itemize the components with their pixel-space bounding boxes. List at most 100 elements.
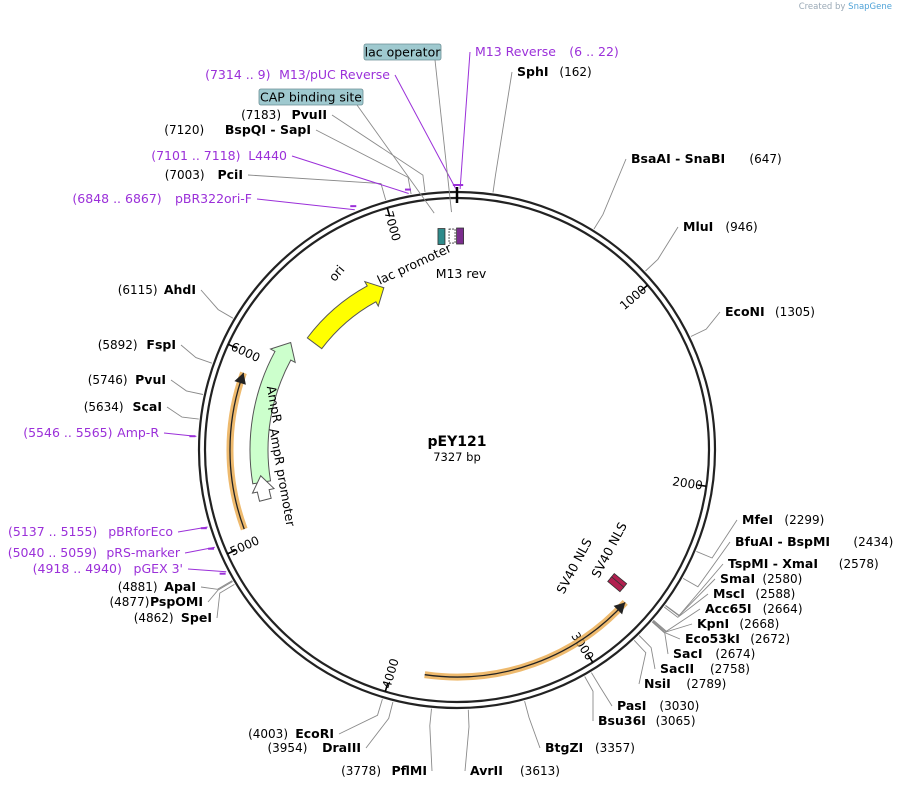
enzyme-label: Acc65I(2664) xyxy=(705,601,803,616)
tick-mark xyxy=(697,484,707,488)
snapgene-brand: SnapGene xyxy=(848,2,892,12)
enzyme-position: (2668) xyxy=(739,617,779,631)
primer-label: L4440(7101 .. 7118) xyxy=(151,148,287,163)
enzyme-label: ApaI(4881) xyxy=(118,579,196,594)
enzyme-leader xyxy=(207,581,233,603)
m13-rev-box xyxy=(456,227,464,245)
enzyme-label: SacI (2674) xyxy=(673,646,755,661)
enzyme-position: (1305) xyxy=(775,305,815,319)
enzyme-name: BfuAI - BspMI xyxy=(735,534,830,549)
enzyme-label: KpnI (2668) xyxy=(697,616,779,631)
enzyme-position: (2299) xyxy=(784,513,824,527)
primer-range: (5546 .. 5565) xyxy=(23,425,112,440)
enzyme-leader xyxy=(365,701,394,749)
primer-label: M13 Reverse(6 .. 22) xyxy=(475,44,619,59)
enzyme-position: (2674) xyxy=(715,647,755,661)
enzyme-leader xyxy=(216,584,235,619)
enzyme-label: Bsu36I(3065) xyxy=(598,713,696,728)
enzyme-name: BsaAI - SnaBI xyxy=(631,151,725,166)
enzyme-position: (2578) xyxy=(839,557,879,571)
enzyme-position: (162) xyxy=(559,65,591,79)
sv40-nls-label: SV40 NLS xyxy=(588,520,630,581)
enzyme-position: (2672) xyxy=(750,632,790,646)
boxed-feature-background xyxy=(363,43,442,61)
primer-range: (7314 .. 9) xyxy=(205,67,270,82)
enzyme-leader xyxy=(651,621,669,655)
enzyme-leader xyxy=(166,406,199,420)
enzyme-name: MfeI xyxy=(742,512,773,527)
enzyme-name: MluI xyxy=(683,219,713,234)
enzyme-label: SpeI(4862) xyxy=(134,610,212,625)
enzyme-label: PflMI(3778) xyxy=(341,763,427,778)
enzyme-label: BsaAI - SnaBI(647) xyxy=(631,151,782,166)
enzyme-leader xyxy=(633,639,647,685)
enzyme-name: PflMI xyxy=(391,763,427,778)
enzyme-position: (7183) xyxy=(241,108,281,122)
enzyme-name: Acc65I xyxy=(705,601,752,616)
enzyme-name: TspMI - XmaI xyxy=(728,556,818,571)
enzyme-name: KpnI xyxy=(697,616,729,631)
enzyme-label: ScaI(5634) xyxy=(84,399,162,414)
enzyme-label: PasI (3030) xyxy=(617,698,699,713)
enzyme-position: (2580) xyxy=(762,572,802,586)
enzyme-label: EcoRI(4003) xyxy=(248,726,334,741)
enzyme-position: (4862) xyxy=(134,611,174,625)
tick-label: 6000 xyxy=(229,340,263,366)
enzyme-name: ApaI xyxy=(164,579,196,594)
enzyme-label: BfuAI - BspMI (2434) xyxy=(735,534,893,549)
enzyme-label: SmaI (2580) xyxy=(720,571,802,586)
enzyme-label: MscI(2588) xyxy=(713,586,795,601)
backbone-ring xyxy=(197,187,717,710)
enzyme-leader xyxy=(331,114,426,193)
ampr-arrow xyxy=(249,341,296,485)
primer-name: pRS-marker xyxy=(106,545,181,560)
primer-leader xyxy=(177,526,208,533)
enzyme-leader xyxy=(652,620,693,633)
enzyme-position: (3030) xyxy=(659,699,699,713)
primer-name: pGEX 3' xyxy=(134,561,183,576)
enzyme-name: FspI xyxy=(146,337,176,352)
enzyme-leader xyxy=(696,519,738,559)
enzyme-label: BspQI - SapI(7120) xyxy=(164,122,311,137)
enzyme-name: BspQI - SapI xyxy=(225,122,311,137)
enzyme-label: EcoNI(1305) xyxy=(725,304,815,319)
enzyme-leader xyxy=(338,698,383,735)
primer-range: (7101 .. 7118) xyxy=(151,148,240,163)
enzyme-label: PvuII(7183) xyxy=(241,107,327,122)
enzyme-position: (6115) xyxy=(118,283,158,297)
enzyme-name: SacI xyxy=(673,646,703,661)
enzyme-position: (2434) xyxy=(853,535,893,549)
enzyme-position: (4877) xyxy=(109,595,149,609)
enzyme-position: (7003) xyxy=(165,168,205,182)
orf-line xyxy=(229,372,245,530)
enzyme-name: ScaI xyxy=(133,399,163,414)
primer-leader xyxy=(184,546,215,554)
enzyme-name: MscI xyxy=(713,586,745,601)
enzyme-label: PvuI(5746) xyxy=(88,372,166,387)
enzyme-position: (4003) xyxy=(248,727,288,741)
primer-label: pBR322ori-F (6848 .. 6867) xyxy=(72,191,252,206)
enzyme-position: (946) xyxy=(725,220,757,234)
enzyme-label: MfeI (2299) xyxy=(742,512,824,527)
enzyme-name: DraIII xyxy=(322,740,361,755)
primer-label: pGEX 3'(4918 .. 4940) xyxy=(33,561,183,576)
tick-mark xyxy=(227,343,237,349)
enzyme-position: (3065) xyxy=(656,714,696,728)
primer-range: (6848 .. 6867) xyxy=(72,191,161,206)
enzyme-label: AhdI (6115) xyxy=(118,282,196,297)
enzyme-label: NsiI(2789) xyxy=(644,676,726,691)
primer-range: (5040 .. 5059) xyxy=(8,545,97,560)
enzyme-leader xyxy=(170,379,204,395)
enzyme-leader xyxy=(315,129,412,195)
sv40-nls-box xyxy=(607,576,625,593)
label-leaders xyxy=(163,51,738,772)
enzyme-name: PasI xyxy=(617,698,646,713)
primer-leader xyxy=(291,155,409,194)
enzyme-leader xyxy=(653,608,701,632)
enzyme-name: SmaI xyxy=(720,571,755,586)
enzyme-name: AhdI xyxy=(164,282,196,297)
ampr-label: AmpR xyxy=(264,385,285,425)
enzyme-label: BtgZI(3357) xyxy=(545,740,635,755)
enzyme-label: PciI(7003) xyxy=(165,167,243,182)
primer-name: pBR322ori-F xyxy=(175,191,252,206)
